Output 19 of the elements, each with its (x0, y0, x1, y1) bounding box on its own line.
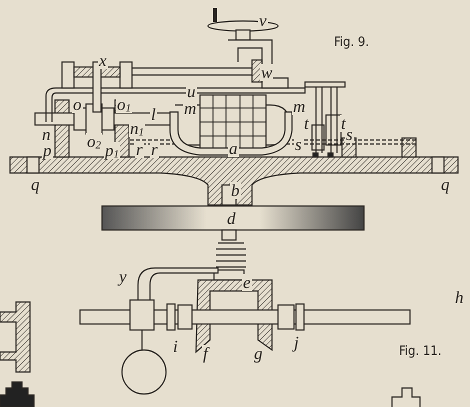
part-letter: e (242, 274, 252, 291)
part-letter: l (150, 106, 157, 123)
part-letter: i (172, 338, 179, 355)
part-letter: r (135, 141, 144, 158)
part-letter: o$_{2}$ (86, 133, 102, 150)
part-letter: t (340, 115, 347, 132)
part-letter: o$_{1}$ (116, 96, 132, 113)
part-letter: p$_{1}$ (104, 142, 120, 159)
part-letter: j (293, 334, 300, 351)
part-letter: h (454, 289, 464, 306)
figure-label: Fig. 11. (398, 345, 442, 358)
part-letter: d (226, 210, 236, 227)
part-letter: r (150, 141, 159, 158)
part-letter: f (202, 345, 209, 362)
part-letter: b (230, 182, 240, 199)
part-letter: w (260, 64, 274, 81)
part-letter: s (345, 126, 354, 143)
figure-label: Fig. 9. (333, 36, 370, 49)
part-letter: s (294, 136, 303, 153)
